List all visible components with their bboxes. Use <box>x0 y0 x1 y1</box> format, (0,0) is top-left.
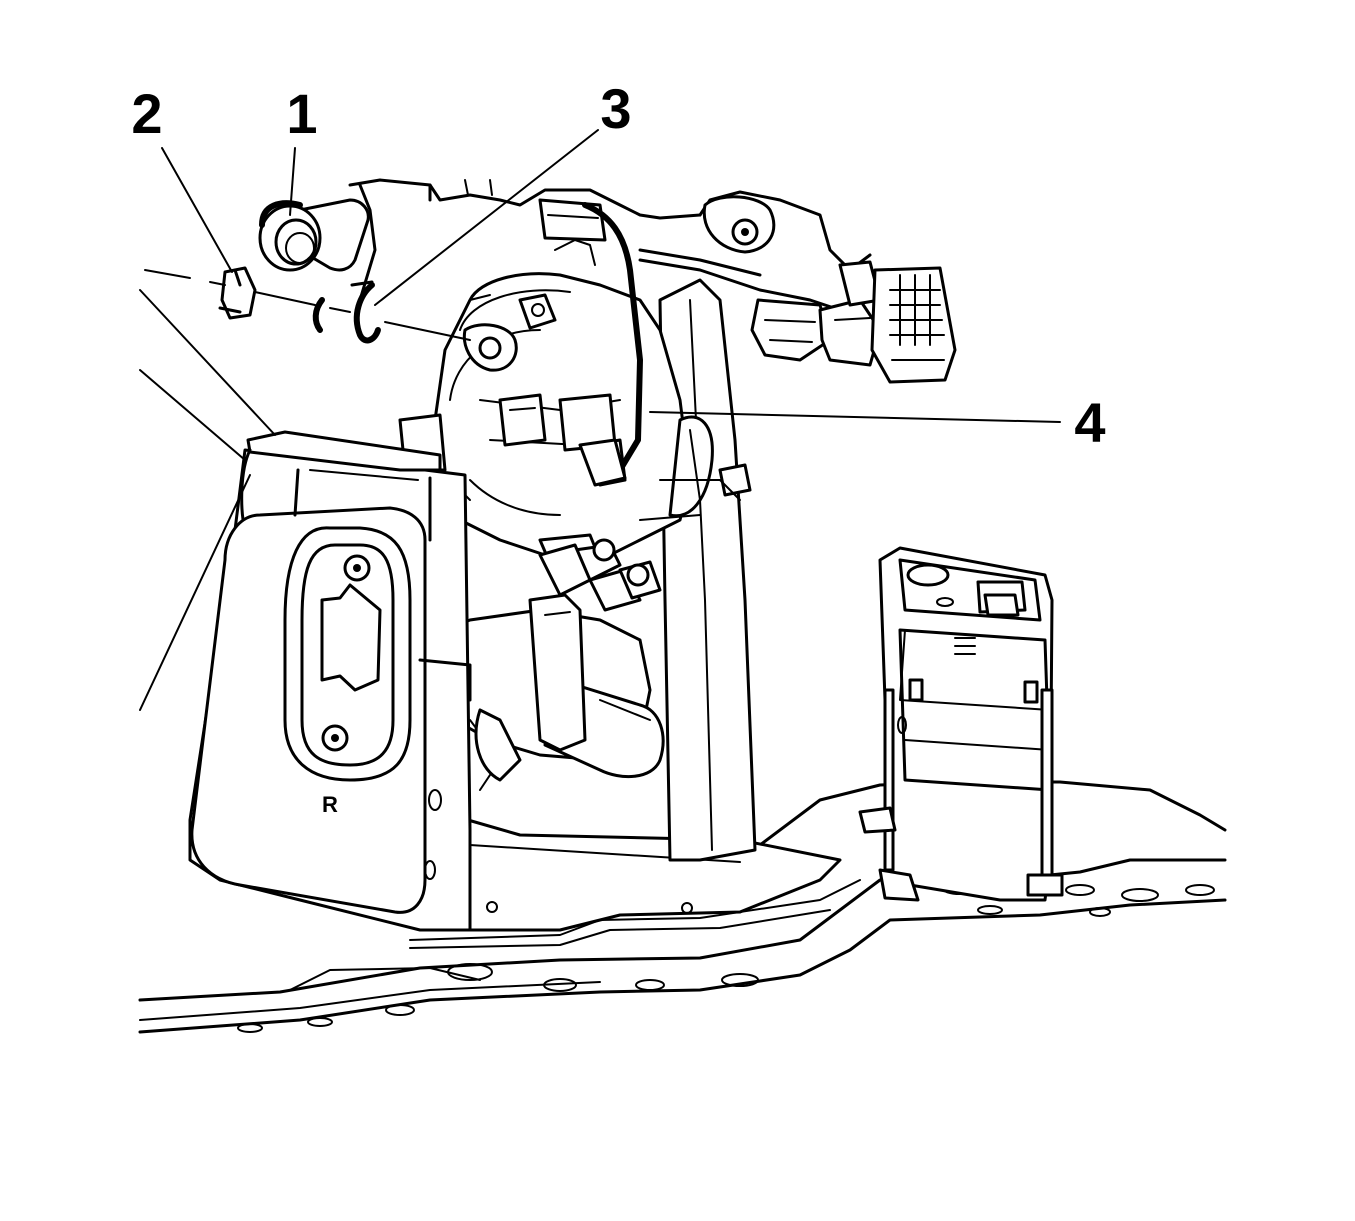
reference-lines <box>139 289 276 711</box>
part-3-retainer <box>312 280 381 344</box>
ip-beam <box>348 178 872 312</box>
callout-1: 1 <box>286 82 317 145</box>
callout-4: 4 <box>1074 391 1105 454</box>
part-2-clip <box>218 266 257 320</box>
leader-2 <box>161 147 233 273</box>
callout-2: 2 <box>131 82 162 145</box>
right-bracket-plate: R <box>188 430 472 932</box>
right-support-bracket <box>858 546 1064 902</box>
leader-3 <box>374 129 599 306</box>
leader-4 <box>649 411 1061 423</box>
floor-pan <box>138 780 1227 1034</box>
exploded-centerline <box>144 269 471 341</box>
wiring-harness <box>578 202 643 487</box>
bracket-marking-r: R <box>322 792 338 817</box>
leader-1 <box>289 147 296 216</box>
electrical-connectors <box>750 260 957 384</box>
column-support-tube <box>658 278 757 862</box>
cross-member <box>466 818 842 932</box>
callout-leaders <box>161 129 1061 423</box>
callout-labels: 1 2 3 4 <box>131 77 1105 454</box>
pedal-arm <box>418 538 665 791</box>
part-1-grommet <box>258 198 370 272</box>
callout-3: 3 <box>600 77 631 140</box>
